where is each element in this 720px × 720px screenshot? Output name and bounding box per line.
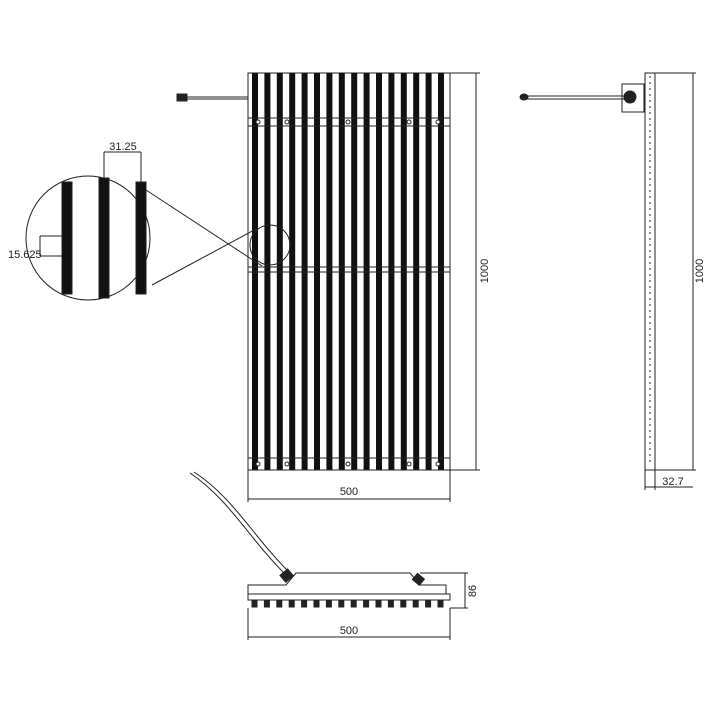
rivet [406,119,412,125]
pin [263,599,270,608]
middle-rail [247,266,451,273]
pitch-label: 31.25 [109,141,137,153]
bottom-rail-profile [247,593,451,601]
rivet [284,461,290,467]
rivet [345,119,351,125]
rivet [345,461,351,467]
pin [363,599,370,608]
pin [313,599,320,608]
rivet [255,461,261,467]
side-height-label: 1000 [694,259,706,283]
pin [301,599,308,608]
pin [350,599,357,608]
pin [400,599,407,608]
top-rail [247,117,451,127]
pin [437,599,444,608]
cable-connector [176,93,188,102]
bottom-cable [189,472,288,577]
bottom-depth-label: 86 [467,585,479,597]
side-depth-label: 32.7 [662,476,683,488]
bottom-view [189,471,468,640]
rivet [255,119,261,125]
pin [412,599,419,608]
side-view [519,72,696,490]
front-width-label: 500 [340,486,358,498]
pin [251,599,258,608]
pin [338,599,345,608]
bottom-rail [247,457,451,471]
detail-view [25,151,291,301]
rivets [255,119,441,467]
pin [425,599,432,608]
front-height-label: 1000 [479,259,491,283]
side-cable-connector [519,93,529,101]
pin [325,599,332,608]
rivet [435,119,441,125]
rivet [406,461,412,467]
detail-source-circle [249,224,291,266]
pin [375,599,382,608]
bottom-width-label: 500 [340,625,358,637]
rivet [435,461,441,467]
pins [251,599,444,608]
pin [387,599,394,608]
front-view [176,72,480,502]
pin [288,599,295,608]
side-bracket [621,83,645,113]
rivet [284,119,290,125]
pixel-pitch-label: 15.625 [8,249,42,261]
pin [276,599,283,608]
side-profile [644,72,656,471]
detail-circle [25,175,151,301]
